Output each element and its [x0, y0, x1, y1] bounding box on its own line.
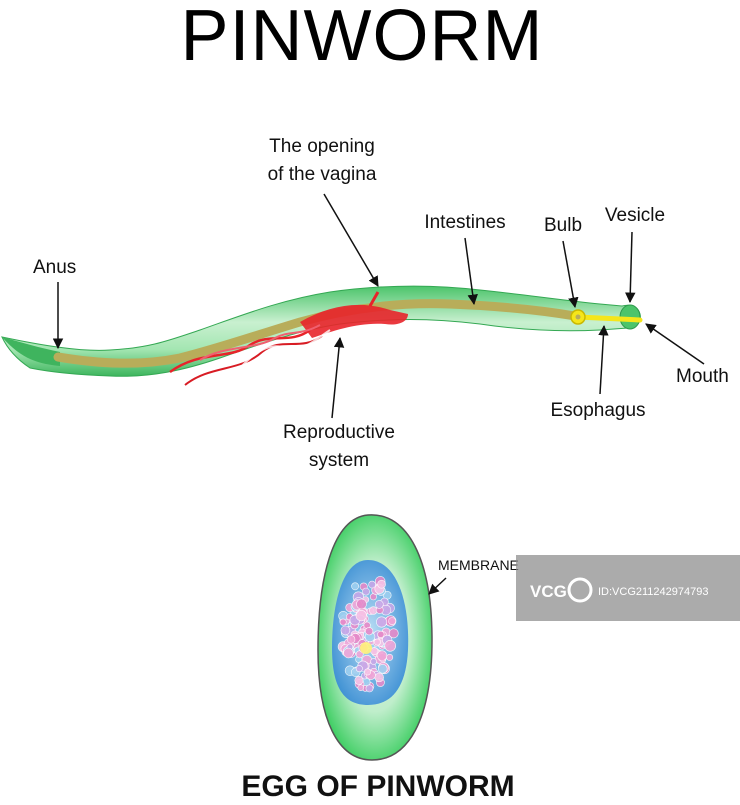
- arrow-membrane: [428, 577, 447, 595]
- watermark: VCG ID:VCG211242974793: [516, 555, 740, 621]
- label-vagina-line1: The opening: [269, 136, 375, 157]
- embryo-cell: [370, 658, 377, 665]
- uterus: [300, 304, 408, 338]
- embryo-cell: [374, 600, 384, 609]
- reproductive-system: [169, 291, 408, 386]
- embryo-cell: [384, 639, 397, 652]
- embryo-cell: [388, 617, 396, 625]
- embryo-cell: [356, 598, 367, 610]
- arrow-intestines: [464, 237, 478, 306]
- label-repro-line2: system: [309, 450, 369, 471]
- ovary-coil-2: [184, 335, 323, 386]
- arrow-vesicle: [625, 231, 636, 304]
- esophagus: [575, 314, 643, 323]
- worm-tail: [2, 337, 60, 366]
- embryo-cell: [373, 638, 381, 646]
- embryo-cell: [365, 684, 374, 693]
- arrow-esophagus: [598, 324, 609, 395]
- arrow-vagina: [323, 193, 379, 287]
- label-intestines: Intestines: [424, 212, 505, 233]
- pinworm-egg: [317, 514, 433, 761]
- watermark-mark-icon: [567, 577, 593, 603]
- label-vagina-line2: of the vagina: [268, 164, 377, 185]
- embryo-cell: [340, 625, 351, 636]
- embryo-cell: [376, 616, 388, 628]
- embryo-cell: [388, 628, 399, 639]
- page-title: PINWORM: [181, 0, 544, 76]
- embryo-cell: [354, 675, 364, 685]
- embryo-cell: [355, 609, 367, 622]
- ovary-coil-1: [169, 328, 311, 374]
- egg-subtitle: EGG OF PINWORM: [241, 770, 514, 800]
- embryo-cell: [351, 582, 359, 591]
- ovary-coil-4: [239, 329, 331, 369]
- embryo-nucleus: [360, 642, 372, 654]
- arrow-repro: [331, 336, 345, 419]
- embryo-cell: [355, 665, 363, 673]
- embryo-cell: [377, 630, 385, 639]
- embryo-cell: [346, 635, 356, 644]
- arrow-bulb: [562, 240, 579, 309]
- watermark-logo: VCG: [530, 582, 567, 601]
- label-mouth: Mouth: [676, 366, 729, 387]
- embryo-cell: [374, 672, 384, 683]
- embryo-cell: [357, 684, 365, 692]
- label-esophagus: Esophagus: [550, 400, 645, 421]
- watermark-id: ID:VCG211242974793: [598, 586, 709, 598]
- label-membrane: MEMBRANE: [438, 557, 519, 573]
- embryo-cell: [376, 650, 388, 661]
- label-anus: Anus: [33, 257, 76, 278]
- bulb-center: [575, 314, 581, 320]
- label-vesicle: Vesicle: [605, 205, 665, 226]
- arrow-mouth: [645, 323, 705, 365]
- embryo-cell: [362, 587, 370, 596]
- ovary-coil-3: [199, 324, 321, 361]
- embryo-cell: [368, 580, 376, 589]
- embryo-cell: [343, 647, 354, 659]
- vagina-duct: [368, 291, 380, 307]
- embryo-cells: [337, 576, 399, 693]
- label-repro-line1: Reproductive: [283, 422, 395, 443]
- embryo-cell: [364, 668, 372, 676]
- embryo-cell: [377, 663, 388, 674]
- embryo-cell: [386, 653, 394, 661]
- embryo-cell: [377, 579, 386, 589]
- embryo-cell: [339, 618, 347, 626]
- watermark-band: [516, 555, 740, 621]
- embryo-cell: [365, 627, 374, 636]
- label-bulb: Bulb: [544, 215, 582, 236]
